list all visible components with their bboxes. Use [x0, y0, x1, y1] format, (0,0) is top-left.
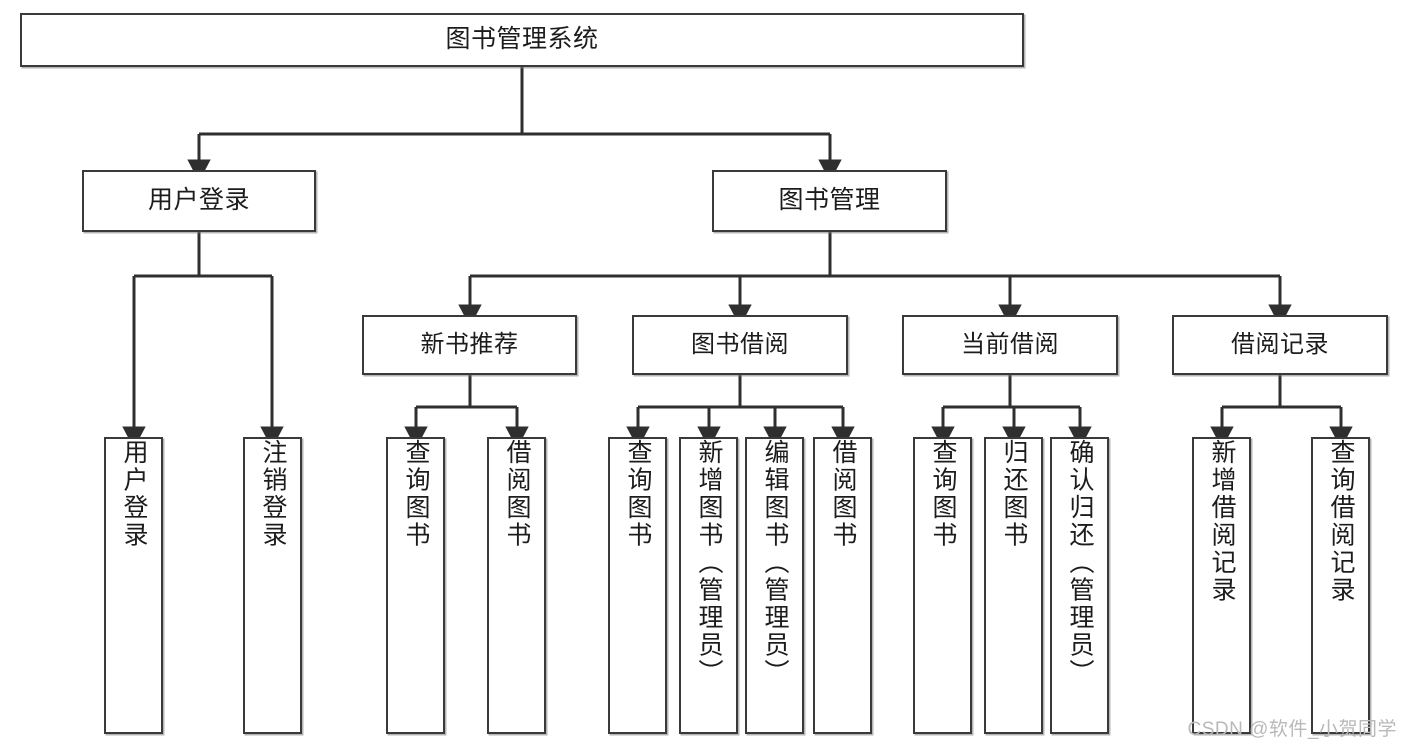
- node-leaf-user-login[interactable]: 用户登录: [104, 437, 163, 734]
- node-leaf-borrow-book-2[interactable]: 借阅图书: [813, 437, 872, 734]
- node-leaf-add-book-admin[interactable]: 新增图书（管理员）: [679, 437, 738, 734]
- node-current-borrow[interactable]: 当前借阅: [902, 315, 1118, 375]
- node-label: 图书管理系统: [445, 25, 599, 54]
- node-leaf-return-book[interactable]: 归还图书: [984, 437, 1043, 734]
- node-label: 查询图书: [624, 439, 652, 549]
- node-borrow-record[interactable]: 借阅记录: [1172, 315, 1388, 375]
- node-book-management[interactable]: 图书管理: [712, 170, 947, 232]
- node-leaf-query-book-1[interactable]: 查询图书: [386, 437, 445, 734]
- node-label: 图书借阅: [691, 330, 789, 358]
- node-new-book-recommend[interactable]: 新书推荐: [362, 315, 577, 375]
- node-label: 新增借阅记录: [1208, 439, 1236, 604]
- node-label: 用户登录: [147, 186, 250, 215]
- node-label: 注销登录: [259, 439, 287, 549]
- node-label: 归还图书: [1000, 439, 1028, 549]
- node-leaf-add-borrow-record[interactable]: 新增借阅记录: [1192, 437, 1251, 734]
- node-user-login[interactable]: 用户登录: [82, 170, 316, 232]
- node-label: 借阅图书: [503, 439, 531, 549]
- node-label: 查询图书: [929, 439, 957, 549]
- node-leaf-query-borrow-record[interactable]: 查询借阅记录: [1311, 437, 1370, 734]
- node-label: 新增图书（管理员）: [695, 439, 723, 687]
- node-label: 借阅图书: [829, 439, 857, 549]
- node-leaf-query-book-3[interactable]: 查询图书: [913, 437, 972, 734]
- node-label: 图书管理: [778, 186, 881, 215]
- node-label: 借阅记录: [1231, 330, 1329, 358]
- node-label: 新书推荐: [420, 330, 519, 358]
- node-leaf-edit-book-admin[interactable]: 编辑图书（管理员）: [745, 437, 804, 734]
- node-label: 确认归还（管理员）: [1066, 439, 1094, 687]
- node-label: 用户登录: [120, 439, 148, 549]
- node-label: 查询图书: [402, 439, 430, 549]
- node-leaf-query-book-2[interactable]: 查询图书: [608, 437, 667, 734]
- node-leaf-borrow-book-1[interactable]: 借阅图书: [487, 437, 546, 734]
- node-label: 当前借阅: [961, 330, 1059, 358]
- node-book-borrow[interactable]: 图书借阅: [632, 315, 848, 375]
- node-label: 查询借阅记录: [1327, 439, 1355, 604]
- node-label: 编辑图书（管理员）: [761, 439, 789, 687]
- node-leaf-logout-login[interactable]: 注销登录: [243, 437, 302, 734]
- node-root-system[interactable]: 图书管理系统: [20, 13, 1024, 67]
- node-leaf-confirm-return[interactable]: 确认归还（管理员）: [1050, 437, 1109, 734]
